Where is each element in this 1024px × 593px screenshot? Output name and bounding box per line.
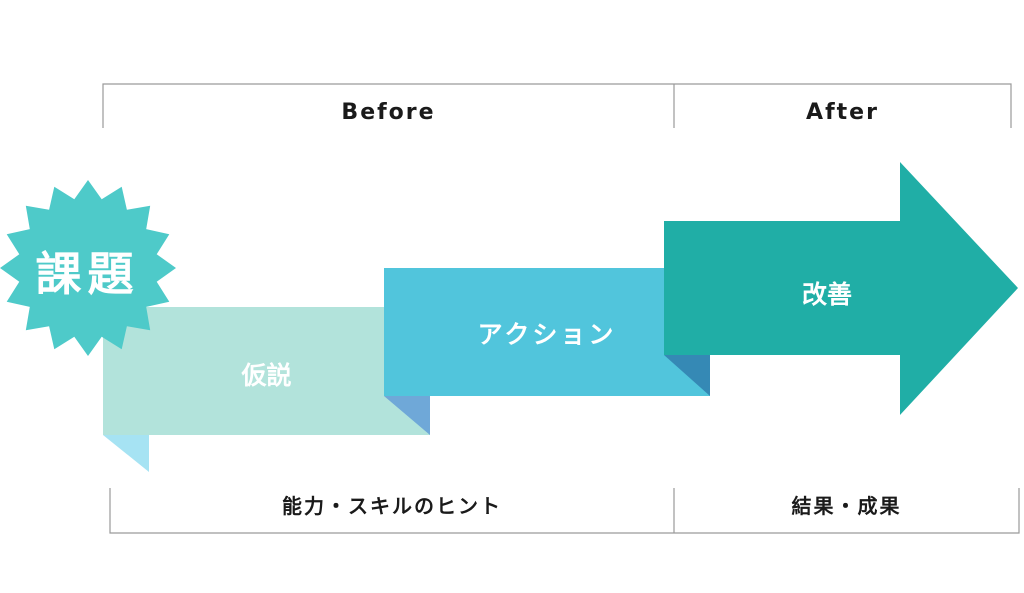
improve-arrow-fold [664, 355, 710, 396]
action-label: アクション [477, 320, 617, 349]
hypothesis-label: 仮説 [241, 361, 292, 390]
after-label: After [806, 100, 879, 125]
issue-badge-label: 課題 [35, 247, 140, 301]
after-caption: 結果・成果 [791, 494, 902, 518]
header-frame-outline [102, 83, 1012, 128]
hypothesis-ribbon [103, 307, 430, 435]
header-bracket [102, 83, 1012, 128]
action-ribbon-fold [384, 396, 430, 435]
action-ribbon [384, 268, 710, 396]
hypothesis-ribbon-fold [103, 435, 149, 472]
issue-starburst-badge [0, 180, 176, 356]
footer-bracket [109, 488, 1020, 534]
before-caption: 能力・スキルのヒント [282, 494, 502, 518]
improve-label: 改善 [801, 280, 852, 309]
footer-frame-outline [109, 488, 1020, 534]
before-label: Before [341, 100, 436, 125]
improve-arrow [664, 162, 1018, 415]
